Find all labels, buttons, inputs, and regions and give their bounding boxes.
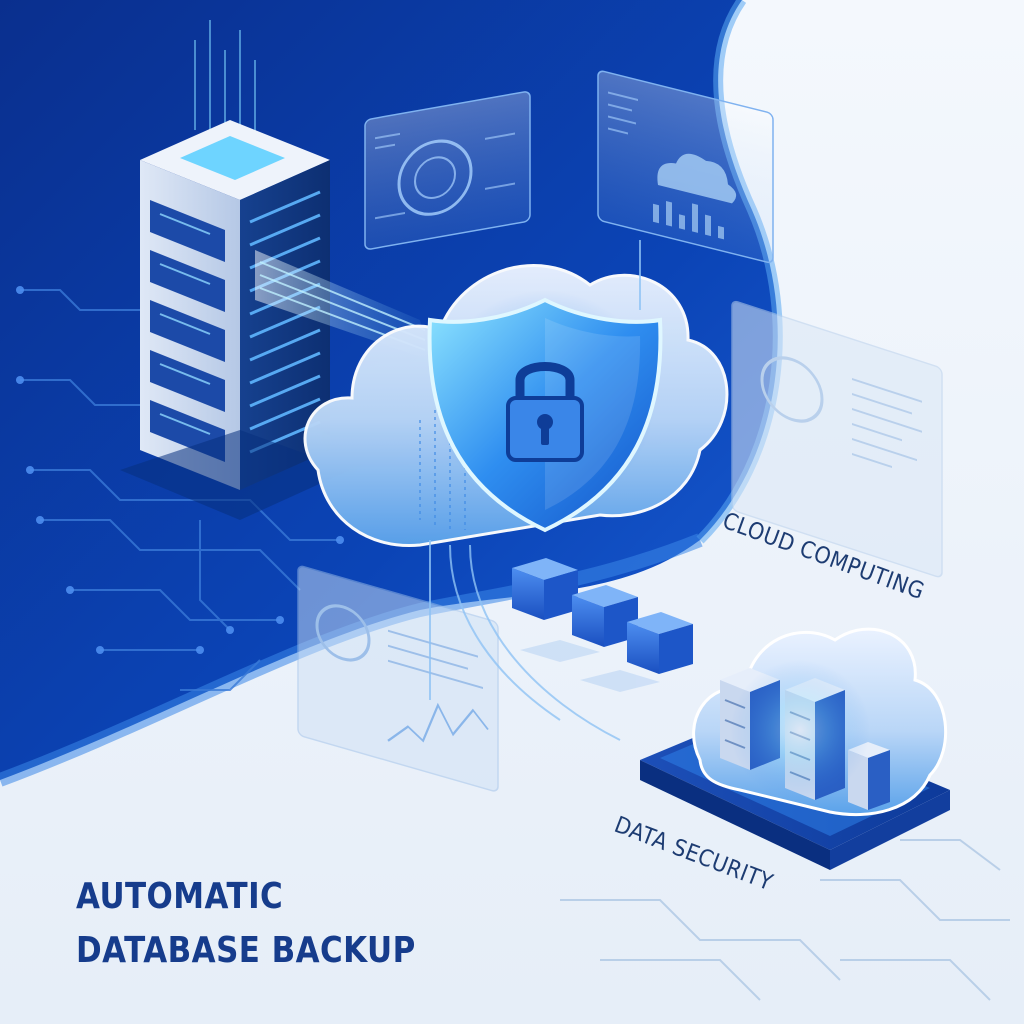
data-flow-lines	[429, 240, 641, 741]
shield-lock-icon	[427, 297, 663, 533]
circuit-trace-icon	[560, 839, 1010, 1001]
circuit-trace-icon	[20, 289, 340, 691]
cloud-server-icon	[640, 627, 950, 870]
title-line-1: AUTOMATIC	[76, 876, 284, 917]
title-line-2: DATABASE BACKUP	[76, 930, 416, 971]
server-rack-icon	[120, 20, 350, 520]
page-title: AUTOMATIC DATABASE BACKUP	[76, 870, 416, 978]
data-cube-icon	[512, 558, 693, 692]
floating-panels	[297, 70, 943, 792]
